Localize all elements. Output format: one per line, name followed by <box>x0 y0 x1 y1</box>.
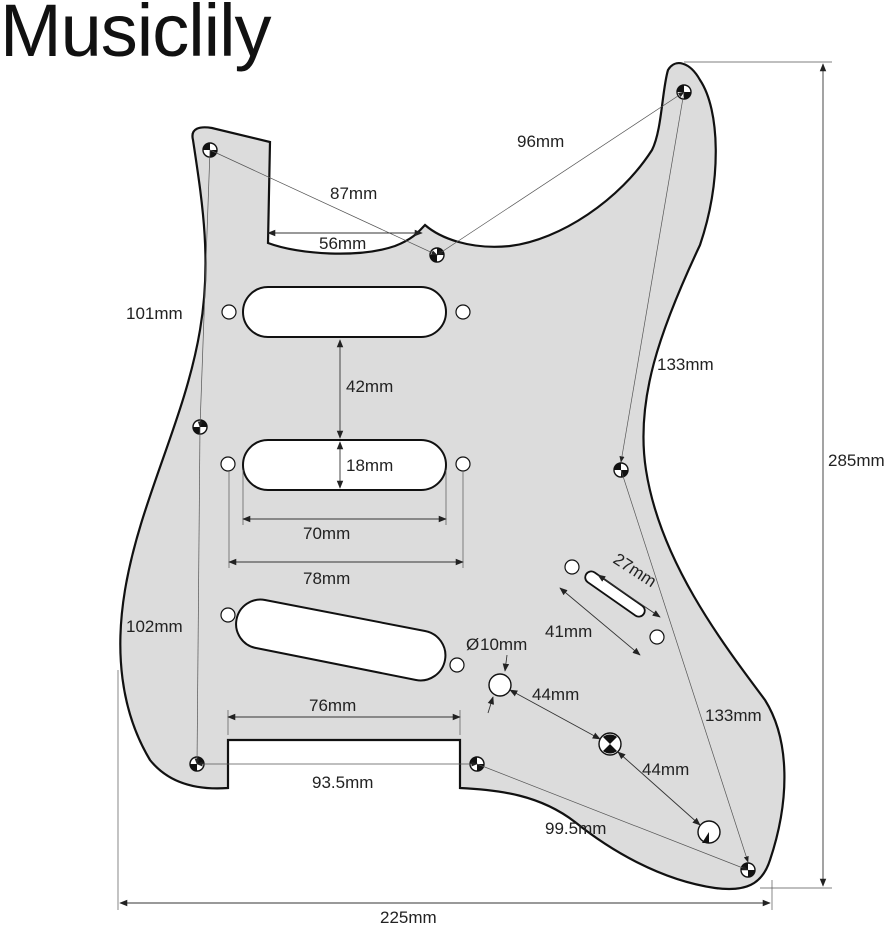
switch-hole <box>564 559 580 575</box>
dim-102mm: 102mm <box>126 617 183 636</box>
dim-99-5mm: 99.5mm <box>545 819 606 838</box>
dim-76mm: 76mm <box>309 696 356 715</box>
pickup-hole <box>220 456 236 472</box>
pickup-hole <box>220 607 236 623</box>
bridge-pickup-slot <box>235 598 447 682</box>
dim-diameter-symbol: Ø <box>466 635 479 654</box>
dim-96mm: 96mm <box>517 132 564 151</box>
dim-70mm: 70mm <box>303 524 350 543</box>
volume-pot-hole <box>488 673 512 697</box>
dim-285mm: 285mm <box>828 451 885 470</box>
middle-pickup-slot <box>242 439 447 491</box>
dim-87mm: 87mm <box>330 184 377 203</box>
pickup-hole <box>221 304 237 320</box>
dim-78mm: 78mm <box>303 569 350 588</box>
dim-42mm: 42mm <box>346 377 393 396</box>
pickup-hole <box>449 657 465 673</box>
pickup-hole <box>455 304 471 320</box>
dim-41mm: 41mm <box>545 622 592 641</box>
switch-hole <box>649 629 665 645</box>
dim-56mm: 56mm <box>319 234 366 253</box>
dim-133mm-lower: 133mm <box>705 706 762 725</box>
dim-44mm-second: 44mm <box>642 760 689 779</box>
dimension-lines <box>117 61 832 910</box>
dim-93-5mm: 93.5mm <box>312 773 373 792</box>
dim-133mm-upper: 133mm <box>657 355 714 374</box>
neck-pickup-slot <box>242 286 447 338</box>
dim-10mm: 10mm <box>480 635 527 654</box>
dim-225mm: 225mm <box>380 908 437 926</box>
pickup-hole <box>455 456 471 472</box>
dim-18mm: 18mm <box>346 456 393 475</box>
dim-44mm-first: 44mm <box>532 685 579 704</box>
brand-logo: Musiclily <box>0 0 272 72</box>
dim-101mm: 101mm <box>126 304 183 323</box>
